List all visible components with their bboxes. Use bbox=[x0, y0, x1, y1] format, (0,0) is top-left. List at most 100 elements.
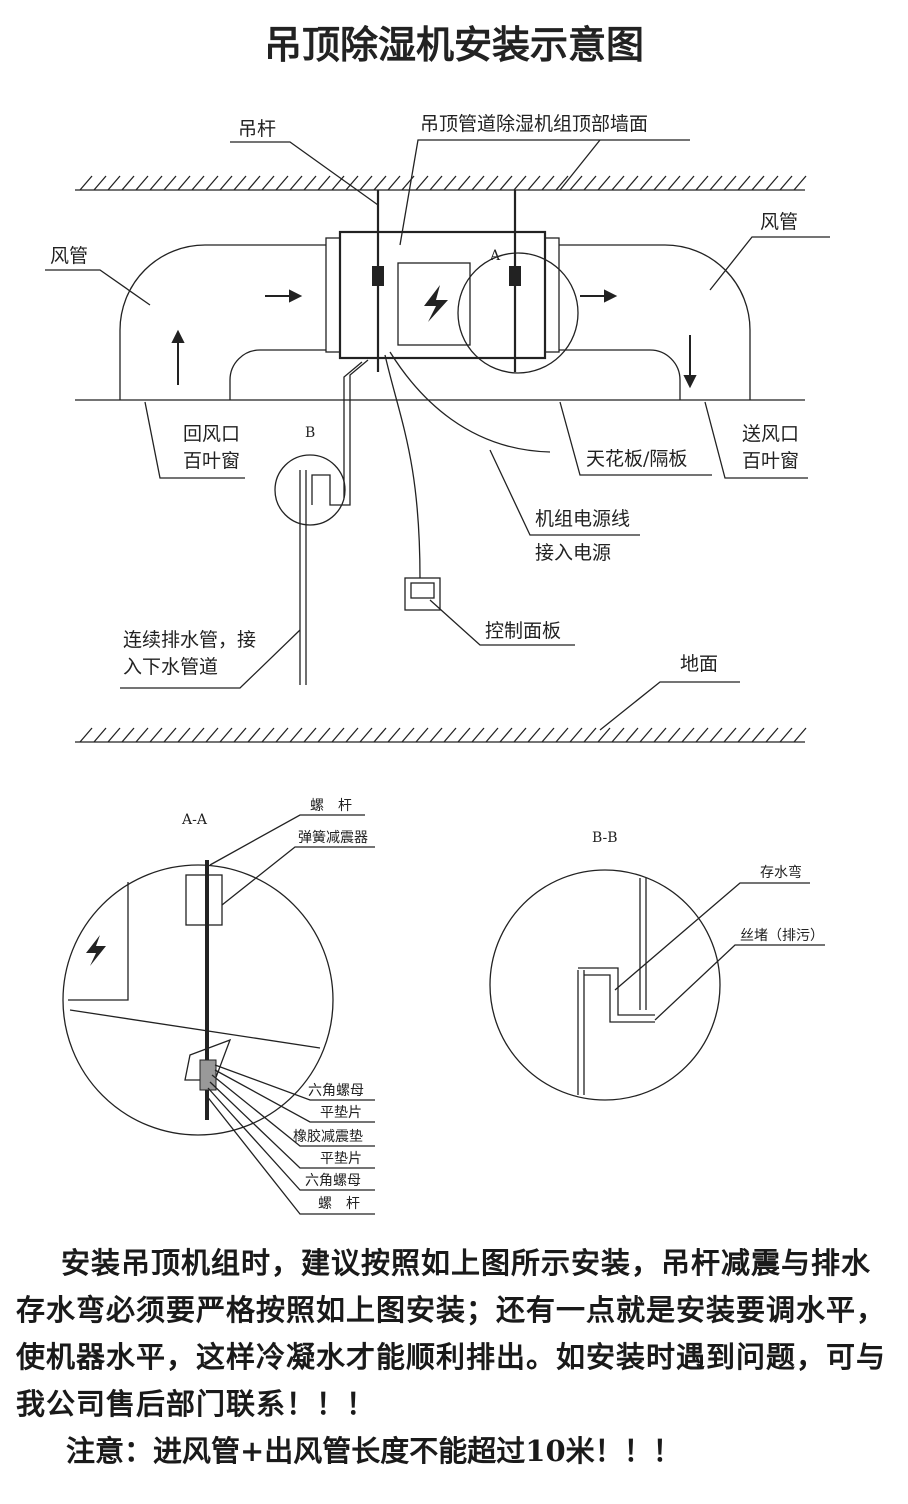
hatch-line bbox=[135, 175, 149, 191]
hatch-line bbox=[485, 727, 499, 743]
hatch-line bbox=[219, 175, 233, 191]
hatch-line bbox=[415, 175, 429, 191]
label-bb-trap: 存水弯 bbox=[760, 864, 802, 881]
label-drain: 连续排水管，接 bbox=[123, 629, 256, 651]
hatch-line bbox=[541, 727, 555, 743]
hatch-line bbox=[345, 727, 359, 743]
hatch-line bbox=[779, 727, 793, 743]
hatch-line bbox=[149, 727, 163, 743]
hatch-line bbox=[149, 175, 163, 191]
page-title: 吊顶除湿机安装示意图 bbox=[264, 22, 644, 67]
hatch-line bbox=[611, 727, 625, 743]
hatch-line bbox=[205, 175, 219, 191]
hatch-line bbox=[289, 175, 303, 191]
floor bbox=[75, 727, 807, 743]
hatch-line bbox=[261, 727, 275, 743]
label-aa-washer-2: 平垫片 bbox=[320, 1151, 362, 1167]
label-return: 回风口 bbox=[183, 423, 240, 445]
hatch-line bbox=[93, 175, 107, 191]
hatch-line bbox=[373, 727, 387, 743]
label-return-louver: 百叶窗 bbox=[183, 450, 240, 472]
hatch-line bbox=[163, 175, 177, 191]
hatch-line bbox=[79, 727, 93, 743]
hatch-line bbox=[233, 175, 247, 191]
hatch-line bbox=[387, 727, 401, 743]
hatch-line bbox=[653, 727, 667, 743]
hatch-line bbox=[583, 727, 597, 743]
hatch-line bbox=[429, 175, 443, 191]
label-aa-washer: 平垫片 bbox=[320, 1105, 362, 1121]
hatch-line bbox=[163, 727, 177, 743]
hatch-line bbox=[793, 727, 807, 743]
hatch-line bbox=[177, 727, 191, 743]
hatch-line bbox=[401, 175, 415, 191]
hatch-line bbox=[541, 175, 555, 191]
hatch-line bbox=[233, 727, 247, 743]
warning-note: 注意：进风管+出风管长度不能超过10米！！！ bbox=[66, 1434, 682, 1468]
hatch-line bbox=[471, 727, 485, 743]
hatch-line bbox=[555, 175, 569, 191]
hatch-line bbox=[289, 727, 303, 743]
hatch-line bbox=[303, 175, 317, 191]
hatch-line bbox=[331, 175, 345, 191]
label-duct-right: 风管 bbox=[760, 211, 798, 233]
hatch-line bbox=[555, 727, 569, 743]
hatch-line bbox=[261, 175, 275, 191]
label-power: 机组电源线 bbox=[535, 508, 630, 530]
detail-bb: B-B bbox=[489, 830, 825, 1101]
hatch-line bbox=[457, 727, 471, 743]
label-ceiling: 天花板/隔板 bbox=[586, 448, 687, 470]
hatch-line bbox=[597, 175, 611, 191]
label-aa-screw-2: 螺 杆 bbox=[318, 1196, 360, 1212]
hatch-line bbox=[751, 727, 765, 743]
label-aa-screw: 螺 杆 bbox=[310, 798, 352, 814]
leader-lines bbox=[45, 139, 830, 731]
hatch-line bbox=[667, 175, 681, 191]
hatch-line bbox=[793, 175, 807, 191]
detail-aa-leaders bbox=[205, 814, 375, 1215]
hatch-line bbox=[765, 727, 779, 743]
hatch-line bbox=[387, 175, 401, 191]
hatch-line bbox=[359, 727, 373, 743]
hatch-line bbox=[247, 175, 261, 191]
hatch-line bbox=[695, 727, 709, 743]
hatch-line bbox=[569, 727, 583, 743]
detail-circle-a bbox=[457, 252, 579, 374]
hatch-line bbox=[639, 727, 653, 743]
airflow-arrows bbox=[171, 289, 697, 389]
hatch-line bbox=[121, 175, 135, 191]
instructions-paragraph: 安装吊顶机组时，建议按照如上图所示安装，吊杆减震与排水存水弯必须要严格按照如上图… bbox=[16, 1240, 886, 1428]
drain-pipe bbox=[299, 359, 369, 685]
hatch-line bbox=[485, 175, 499, 191]
label-floor: 地面 bbox=[680, 653, 718, 675]
hatch-line bbox=[765, 175, 779, 191]
hatch-line bbox=[779, 175, 793, 191]
label-b: B bbox=[305, 425, 315, 441]
hatch-line bbox=[751, 175, 765, 191]
label-bb-plug: 丝堵（排污） bbox=[740, 928, 824, 944]
label-aa-spring: 弹簧减震器 bbox=[298, 830, 368, 846]
hatch-line bbox=[275, 175, 289, 191]
hatch-line bbox=[331, 727, 345, 743]
hatch-line bbox=[373, 175, 387, 191]
hatch-line bbox=[723, 727, 737, 743]
detail-aa-title: A-A bbox=[181, 812, 208, 828]
hatch-line bbox=[317, 727, 331, 743]
hatch-line bbox=[527, 727, 541, 743]
hatch-line bbox=[429, 727, 443, 743]
hatch-line bbox=[737, 727, 751, 743]
hatch-line bbox=[275, 727, 289, 743]
hatch-line bbox=[457, 175, 471, 191]
hatch-line bbox=[513, 727, 527, 743]
hatch-line bbox=[625, 175, 639, 191]
hatch-line bbox=[191, 175, 205, 191]
hatch-line bbox=[639, 175, 653, 191]
detail-aa: A-A bbox=[62, 812, 334, 1136]
hatch-line bbox=[177, 175, 191, 191]
hatch-line bbox=[681, 175, 695, 191]
duct-right bbox=[559, 244, 751, 400]
lightning-icon bbox=[424, 285, 448, 322]
dehumidifier-unit bbox=[325, 190, 560, 372]
hatch-line bbox=[317, 175, 331, 191]
ceiling-wall bbox=[75, 175, 807, 191]
